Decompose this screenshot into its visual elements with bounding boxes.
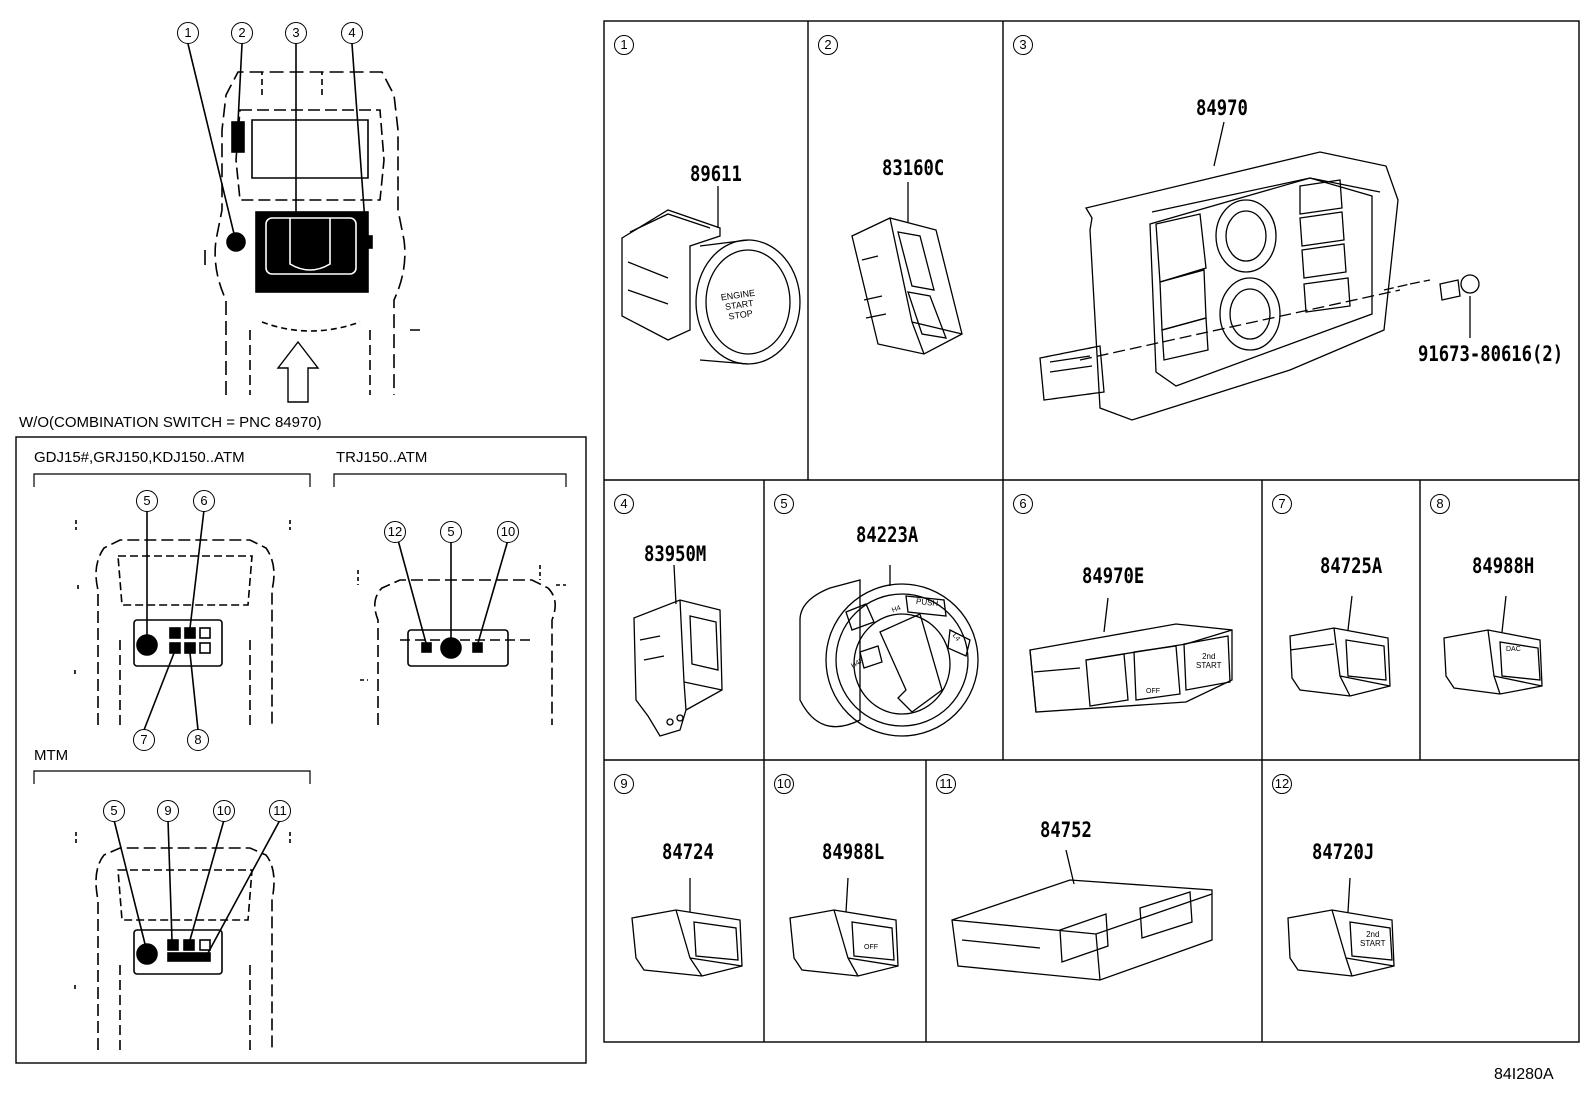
cell-number-2: 2	[818, 35, 838, 55]
part-number-84724[interactable]: 84724	[662, 840, 714, 864]
off-text-84970e: OFF	[1146, 688, 1160, 695]
cell-number-12: 12	[1272, 774, 1292, 794]
second-text-b: 2nd	[1366, 930, 1380, 939]
overview-callout-3[interactable]: 3	[285, 22, 307, 44]
overview-callout-1[interactable]: 1	[177, 22, 199, 44]
part-drawing-6	[1029, 597, 1233, 713]
part-number-84720j[interactable]: 84720J	[1312, 840, 1375, 864]
part-drawing-3	[1039, 121, 1480, 421]
part-drawing-1	[621, 186, 801, 365]
second-start-text-84970e: 2nd START	[1196, 652, 1221, 670]
atm-trj-callout-5[interactable]: 5	[440, 521, 462, 543]
part-drawing-5	[799, 565, 979, 737]
cell-number-11: 11	[936, 774, 956, 794]
part-number-83950m[interactable]: 83950M	[644, 542, 707, 566]
diagram-code: 84I280A	[1494, 1066, 1554, 1083]
part-number-84970e[interactable]: 84970E	[1082, 564, 1145, 588]
dac-text: DAC	[1506, 646, 1521, 653]
variant-label-atm-trj: TRJ150..ATM	[336, 449, 428, 466]
cell-number-3: 3	[1013, 35, 1033, 55]
start-text-b: START	[1196, 661, 1222, 670]
part-drawing-7	[1289, 595, 1391, 697]
second-text: 2nd	[1202, 652, 1216, 661]
part-number-83160c[interactable]: 83160C	[882, 156, 945, 180]
atm-trj-console	[357, 539, 566, 725]
parts-grid	[603, 20, 1580, 1043]
part-drawing-9	[631, 878, 743, 977]
part-drawing-2	[851, 182, 963, 355]
part-drawing-11	[951, 849, 1213, 981]
mtm-callout-10[interactable]: 10	[213, 800, 235, 822]
atm-main-callout-7[interactable]: 7	[133, 729, 155, 751]
part-number-84988h[interactable]: 84988H	[1472, 554, 1535, 578]
part-number-84970[interactable]: 84970	[1196, 96, 1248, 120]
mtm-callout-5[interactable]: 5	[103, 800, 125, 822]
atm-main-console	[74, 509, 291, 731]
variant-label-mtm: MTM	[34, 747, 69, 764]
cell-number-7: 7	[1272, 494, 1292, 514]
part-number-84988l[interactable]: 84988L	[822, 840, 885, 864]
off-text-84988l: OFF	[864, 944, 878, 951]
cell-number-5: 5	[774, 494, 794, 514]
part-drawing-10	[789, 877, 899, 977]
mtm-callout-9[interactable]: 9	[157, 800, 179, 822]
wo-note: W/O(COMBINATION SWITCH = PNC 84970)	[19, 414, 322, 431]
atm-trj-callout-10[interactable]: 10	[497, 521, 519, 543]
atm-trj-callout-12[interactable]: 12	[384, 521, 406, 543]
part-drawing-12	[1287, 877, 1395, 977]
part-number-89611[interactable]: 89611	[690, 162, 742, 186]
part-drawing-8	[1443, 595, 1543, 695]
part-number-84725a[interactable]: 84725A	[1320, 554, 1383, 578]
part-drawing-4	[633, 564, 723, 737]
atm-main-callout-5[interactable]: 5	[136, 490, 158, 512]
part-number-screw[interactable]: 91673-80616(2)	[1418, 342, 1564, 366]
second-start-text-84720j: 2nd START	[1360, 930, 1385, 948]
cell-number-1: 1	[614, 35, 634, 55]
part-number-84752[interactable]: 84752	[1040, 818, 1092, 842]
cell-number-9: 9	[614, 774, 634, 794]
part-number-84223a[interactable]: 84223A	[856, 523, 919, 547]
mtm-callout-11[interactable]: 11	[269, 800, 291, 822]
overview-callout-4[interactable]: 4	[341, 22, 363, 44]
cell-number-4: 4	[614, 494, 634, 514]
overview-callout-2[interactable]: 2	[231, 22, 253, 44]
cell-number-8: 8	[1430, 494, 1450, 514]
variant-label-atm-main: GDJ15#,GRJ150,KDJ150..ATM	[34, 449, 245, 466]
start-text-c: START	[1360, 939, 1386, 948]
atm-main-callout-8[interactable]: 8	[187, 729, 209, 751]
overview-console	[187, 43, 420, 403]
cell-number-6: 6	[1013, 494, 1033, 514]
engine-button-text: ENGINE START STOP	[720, 288, 758, 323]
atm-main-callout-6[interactable]: 6	[193, 490, 215, 512]
cell-number-10: 10	[774, 774, 794, 794]
mtm-console	[74, 819, 291, 1050]
